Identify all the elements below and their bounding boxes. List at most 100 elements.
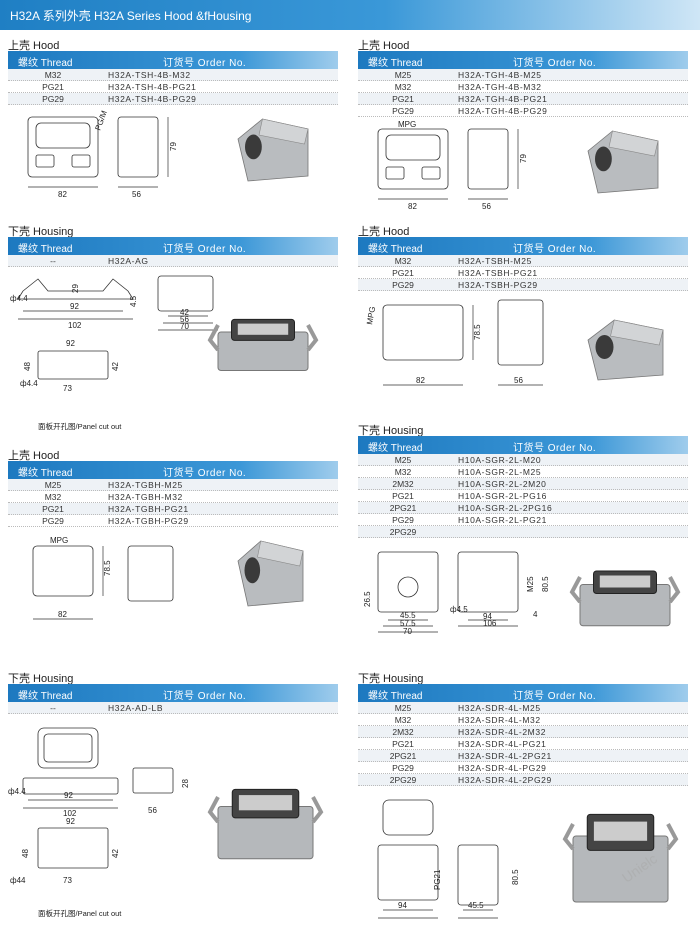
dimension-label: 82: [408, 202, 417, 211]
dimension-label: 70: [180, 322, 189, 331]
thread-column-header: 螺纹 Thread: [368, 244, 423, 255]
thread-cell: PG21: [392, 94, 414, 104]
thread-column-header: 螺纹 Thread: [368, 691, 423, 702]
dimension-label: 56: [180, 315, 189, 324]
thread-cell: PG29: [392, 515, 414, 525]
dimension-label: 70: [403, 627, 412, 636]
dimension-label: 42: [180, 308, 189, 317]
hood-front-view: [27, 116, 99, 178]
page-title: H32A 系列外壳 H32A Series Hood &fHousing: [10, 9, 252, 23]
order-column-header: 订货号 Order No.: [163, 58, 247, 69]
dimension-label: 42: [111, 362, 120, 371]
thread-cell: PG21: [392, 268, 414, 278]
dimension-label: 45.5: [400, 611, 416, 620]
order-column-header: 订货号 Order No.: [513, 58, 597, 69]
housing-front-view: [377, 844, 439, 901]
dimension-label: 94: [483, 612, 492, 621]
dimension-label: 102: [63, 809, 77, 818]
order-number-cell: H32A-TGH-4B-PG21: [458, 94, 548, 104]
thread-cell: M32: [394, 82, 412, 92]
dimension-label: 4: [533, 610, 538, 619]
thread-cell: 2PG29: [389, 527, 417, 537]
product-photo: [237, 118, 309, 182]
dimension-label: PG/M: [93, 109, 109, 132]
housing-side-view: [132, 767, 174, 794]
hood-top: [608, 130, 659, 157]
order-number-cell: H10A-SGR-2L-PG16: [458, 491, 547, 501]
cable-entry: [245, 134, 262, 160]
dimension-label: MPG: [398, 121, 416, 129]
order-number-cell: H32A-TSBH-PG29: [458, 280, 538, 290]
dimension-label: 82: [58, 190, 67, 199]
cable-entry: [595, 146, 612, 172]
dimension-label: ф4.4: [20, 379, 38, 388]
housing-front-view: [377, 551, 439, 613]
housing-top-view: [382, 799, 434, 836]
order-number-cell: H10A-SGR-2L-M25: [458, 467, 542, 477]
hood-top: [257, 540, 304, 567]
housing-seal: [43, 733, 93, 763]
order-number-cell: H32A-AD-LB: [108, 703, 164, 713]
dimension-label: 92: [64, 791, 73, 800]
hood-side-view: [127, 545, 174, 602]
product-photo: [569, 570, 681, 627]
dimension-label: MPG: [365, 306, 377, 326]
table-header: 螺纹 Thread 订货号 Order No.: [358, 51, 688, 69]
thread-cell: 2PG29: [389, 775, 417, 785]
cable-entry: [244, 557, 261, 584]
panel-cutout-drawing: [37, 827, 109, 869]
locking-lever: [666, 823, 679, 851]
dimension-label: 80.5: [541, 576, 550, 592]
dimension-label: 4.5: [129, 295, 138, 307]
dimension-label: PG21: [433, 869, 442, 890]
table-row: PG29 H32A-TSH-4B-PG29: [8, 93, 338, 105]
locking-lever: [311, 796, 324, 824]
product-photo: [237, 540, 304, 607]
thread-column-header: 螺纹 Thread: [18, 244, 73, 255]
thread-cell: PG29: [42, 516, 64, 526]
dimension-label: 56: [514, 376, 523, 385]
order-number-cell: H32A-TSH-4B-PG29: [108, 94, 197, 104]
order-number-cell: H10A-SGR-2L-2M20: [458, 479, 547, 489]
dimension-label: 29: [71, 284, 80, 293]
panel-cutout-caption: 面板开孔图/Panel cut out: [38, 422, 122, 431]
hood-side-view: [497, 299, 544, 366]
thread-cell: M25: [44, 480, 62, 490]
thread-cell: M25: [394, 70, 412, 80]
thread-cell: PG29: [392, 763, 414, 773]
thread-cell: M32: [44, 70, 62, 80]
thread-cell: PG29: [42, 94, 64, 104]
order-table: --H32A-AD-LB: [8, 702, 338, 714]
order-number-cell: H32A-SDR-4L-2PG21: [458, 751, 552, 761]
order-number-cell: H32A-SDR-4L-M25: [458, 703, 541, 713]
order-column-header: 订货号 Order No.: [163, 244, 247, 255]
dimension-label: 94: [398, 901, 407, 910]
thread-column-header: 螺纹 Thread: [368, 58, 423, 69]
thread-cell: PG21: [42, 504, 64, 514]
thread-cell: M25: [394, 455, 412, 465]
section-title: 下壳 Housing: [358, 425, 424, 437]
hood-window: [385, 134, 441, 161]
thread-cell: M32: [394, 715, 412, 725]
locking-lever: [562, 823, 575, 851]
order-number-cell: H10A-SGR-2L-2PG16: [458, 503, 553, 513]
hood-side-view: [467, 128, 509, 190]
hood-front-view: [382, 304, 464, 361]
order-number-cell: H10A-SGR-2L-M20: [458, 455, 542, 465]
